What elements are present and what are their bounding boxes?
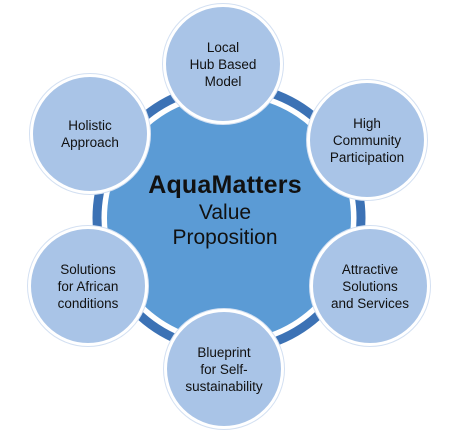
node-high-community-participation: High Community Participation <box>307 80 427 200</box>
node-attractive-solutions-and-services: Attractive Solutions and Services <box>310 226 430 346</box>
center-title: AquaMatters <box>148 171 302 199</box>
center-label: AquaMatters Value Proposition <box>105 170 345 250</box>
node-label: Solutions for African conditions <box>57 261 119 311</box>
node-blueprint-for-self-sustainability: Blueprint for Self- sustainability <box>164 309 284 429</box>
center-hub <box>107 96 351 340</box>
center-subtitle: Value Proposition <box>172 201 278 249</box>
node-label: Blueprint for Self- sustainability <box>185 344 263 394</box>
node-solutions-for-african-conditions: Solutions for African conditions <box>28 226 148 346</box>
node-holistic-approach: Holistic Approach <box>30 74 150 194</box>
node-local-hub-based-model: Local Hub Based Model <box>163 4 283 124</box>
node-label: Local Hub Based Model <box>189 39 257 89</box>
node-label: Attractive Solutions and Services <box>330 261 410 311</box>
node-label: Holistic Approach <box>61 118 119 150</box>
node-label: High Community Participation <box>329 115 405 165</box>
